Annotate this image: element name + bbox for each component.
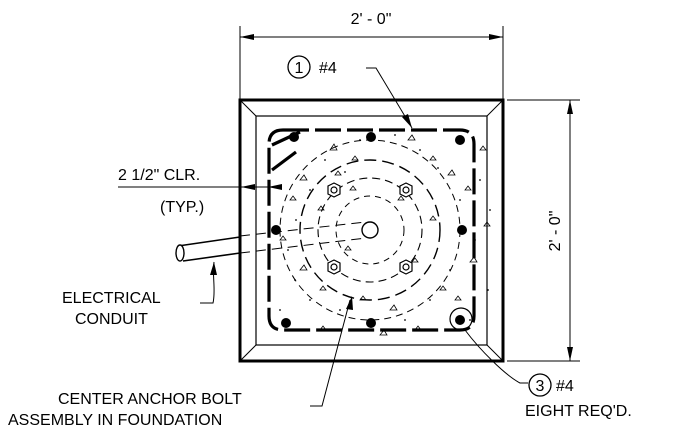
top-bar-callout-number: 1 — [295, 60, 304, 77]
height-dimension-label: 2' - 0" — [547, 211, 564, 252]
conduit-label-2: CONDUIT — [75, 311, 148, 328]
anchor-leader — [310, 296, 353, 407]
height-dimension — [507, 99, 580, 362]
conduit-label: ELECTRICAL — [62, 290, 161, 307]
anchor-bolt-assembly — [279, 139, 461, 321]
concrete-hatch — [279, 134, 491, 336]
anchor-bolt — [399, 182, 413, 198]
vertical-bar — [289, 132, 299, 142]
top-bar-callout — [287, 55, 413, 129]
vertical-bar — [281, 318, 291, 328]
conduit-leader — [200, 261, 217, 304]
anchor-bolt — [399, 259, 413, 275]
corner-bar-callout-size: #4 — [556, 378, 574, 395]
corner-bar-callout-number: 3 — [536, 378, 545, 395]
clearance-typ-label: (TYP.) — [160, 199, 204, 216]
corner-bar-callout-note: EIGHT REQ'D. — [525, 403, 632, 420]
anchor-label-2: ASSEMBLY IN FOUNDATION — [8, 412, 222, 429]
anchor-bolt — [327, 259, 341, 275]
width-dimension-label: 2' - 0" — [351, 11, 392, 28]
clearance-label: 2 1/2" CLR. — [118, 167, 200, 184]
width-dimension — [239, 26, 504, 100]
anchor-bolt — [327, 182, 341, 198]
vertical-bar — [457, 225, 467, 235]
top-bar-callout-size: #4 — [319, 60, 337, 77]
vertical-bar — [366, 132, 376, 142]
vertical-bars — [271, 132, 467, 328]
vertical-bar — [455, 135, 465, 145]
anchor-bolts — [327, 182, 413, 275]
corner-bar-callout — [449, 307, 552, 397]
anchor-label: CENTER ANCHOR BOLT — [58, 391, 242, 408]
electrical-conduit — [175, 221, 367, 262]
vertical-bar — [455, 315, 465, 325]
clearance-leader — [118, 184, 282, 190]
vertical-bar — [366, 318, 376, 328]
